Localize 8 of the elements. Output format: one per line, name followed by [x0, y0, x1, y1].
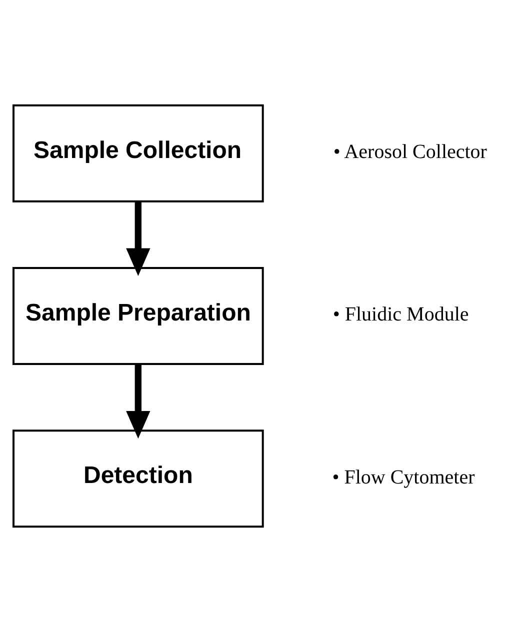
node-label: • Aerosol Collector — [333, 141, 487, 163]
node-label: • Flow Cytometer — [332, 466, 475, 488]
node-box: Detection — [12, 430, 264, 528]
arrow — [126, 364, 150, 439]
arrow — [126, 201, 150, 276]
node-box: Sample Preparation — [12, 267, 264, 365]
node-label: • Fluidic Module — [332, 304, 469, 326]
node-box: Sample Collection — [12, 104, 264, 202]
